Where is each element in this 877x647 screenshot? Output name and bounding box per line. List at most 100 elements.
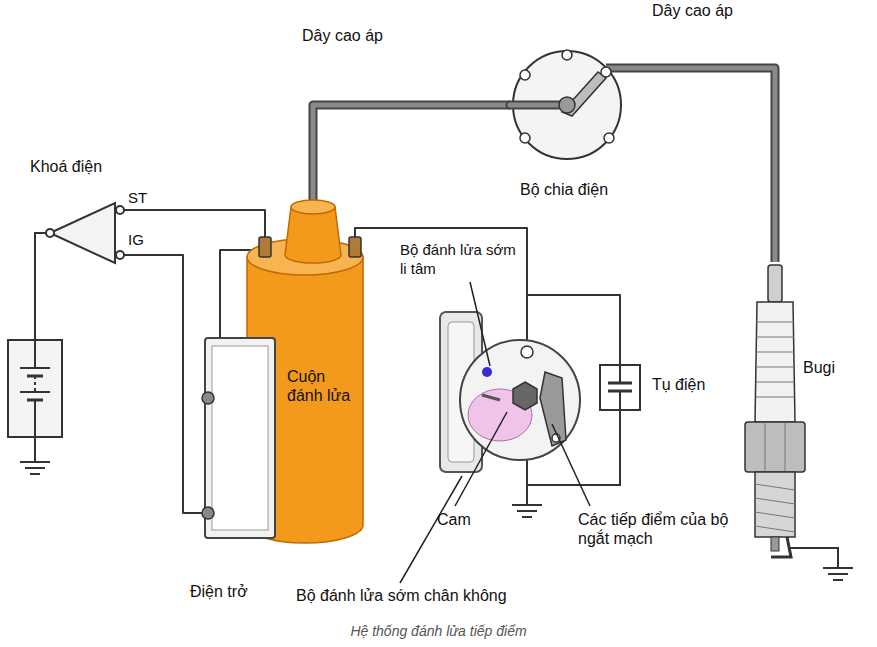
part-label: Bộ đánh lửa sớm li tâm [400, 240, 520, 278]
wire-line [640, 68, 775, 262]
wire-label: Dây cao áp [650, 1, 735, 20]
drawing-part [562, 50, 572, 60]
drawing-part [785, 422, 786, 472]
drawing-part [755, 498, 795, 504]
node-label: Bộ chia điện [520, 180, 640, 199]
drawing-part [768, 265, 782, 302]
capacitor: Tụ điện [600, 360, 722, 415]
wire-line [355, 228, 620, 360]
drawing-part [559, 97, 575, 113]
drawing-part [552, 424, 590, 506]
drawing-part [522, 516, 532, 518]
drawing-part [20, 461, 50, 463]
drawing-part [756, 382, 794, 383]
drawing-part [202, 392, 214, 404]
drawing-part [604, 133, 614, 143]
drawing-part [823, 567, 853, 569]
node-label: Tụ điện [652, 375, 720, 394]
drawing-part [521, 346, 533, 358]
spark-plug: Bugi [735, 262, 847, 562]
drawing-part [46, 229, 54, 237]
drawing-part [116, 206, 124, 214]
drawing-part [34, 376, 36, 392]
drawing-part [400, 476, 462, 583]
drawing-part [116, 251, 124, 259]
leader-line [400, 282, 590, 583]
drawing-part [828, 573, 848, 575]
drawing-part [756, 352, 794, 353]
part-label: Các tiếp điểm của bộ ngắt mạch [578, 510, 748, 548]
wire [35, 233, 838, 568]
drawing-part [520, 70, 530, 80]
drawing-part [205, 338, 275, 538]
wire [355, 228, 620, 360]
drawing-part [34, 400, 36, 437]
drawing-part [526, 458, 528, 505]
drawing-part [291, 200, 335, 214]
drawing-part [771, 537, 779, 551]
drawing-part [34, 340, 36, 368]
distributor-cap: Bộ chia điện [510, 50, 642, 201]
node-label: Điện trở [190, 582, 280, 601]
drawing-part [349, 237, 361, 257]
drawing-part [765, 422, 766, 472]
drawing-part [512, 504, 542, 506]
drawing-part [755, 484, 795, 490]
ignition-switch: Khoá điện [25, 155, 127, 270]
wire-line [313, 105, 510, 200]
drawing-part [619, 360, 621, 383]
drawing-part [790, 548, 838, 568]
wire-line [640, 68, 775, 262]
part-label: IG [128, 230, 158, 249]
high-tension-wire [313, 105, 510, 200]
drawing-part [34, 437, 36, 462]
distributor-cap-shape [510, 50, 640, 200]
drawing-part [259, 237, 271, 257]
resistor-shape [190, 338, 280, 610]
wire-line [120, 255, 205, 513]
drawing-part [50, 203, 115, 263]
drawing-part [30, 473, 40, 475]
drawing-part [756, 367, 794, 368]
resistor: Điện trở [190, 338, 282, 610]
drawing-part [20, 367, 50, 369]
drawing-part [608, 382, 632, 385]
part-label: Bộ đánh lửa sớm chân không [296, 586, 586, 605]
spark-plug-shape [735, 262, 845, 562]
drawing-part [285, 207, 341, 263]
drawing-part [756, 322, 794, 323]
drawing-part [482, 395, 500, 400]
drawing-part [8, 340, 62, 437]
drawing-part [755, 302, 795, 422]
drawing-part [745, 422, 805, 472]
drawing-part [755, 512, 795, 518]
drawing-part [756, 337, 794, 338]
drawing-part [540, 372, 566, 446]
drawing-part [212, 346, 268, 530]
drawing-part [771, 537, 791, 557]
drawing-part [619, 391, 621, 410]
caption: Hệ thống đánh lửa tiếp điểm [0, 622, 877, 641]
drawing-part [20, 391, 50, 393]
node-label: Khoá điện [30, 157, 125, 176]
drawing-part [35, 233, 50, 340]
battery [8, 340, 62, 437]
drawing-part [601, 67, 611, 77]
drawing-part [517, 510, 537, 512]
wire [120, 255, 205, 513]
drawing-part [755, 472, 795, 537]
drawing-part [513, 382, 537, 410]
drawing-part [482, 367, 492, 377]
high-tension-wire [640, 68, 775, 262]
drawing-part [520, 133, 530, 143]
part-label: Cam [437, 510, 487, 529]
drawing-part [460, 340, 580, 460]
drawing-part [25, 467, 45, 469]
part-label: ST [128, 188, 158, 207]
node-label: Cuộn đánh lửa [287, 367, 363, 405]
drawing-part [833, 579, 843, 581]
drawing-part [455, 412, 507, 506]
